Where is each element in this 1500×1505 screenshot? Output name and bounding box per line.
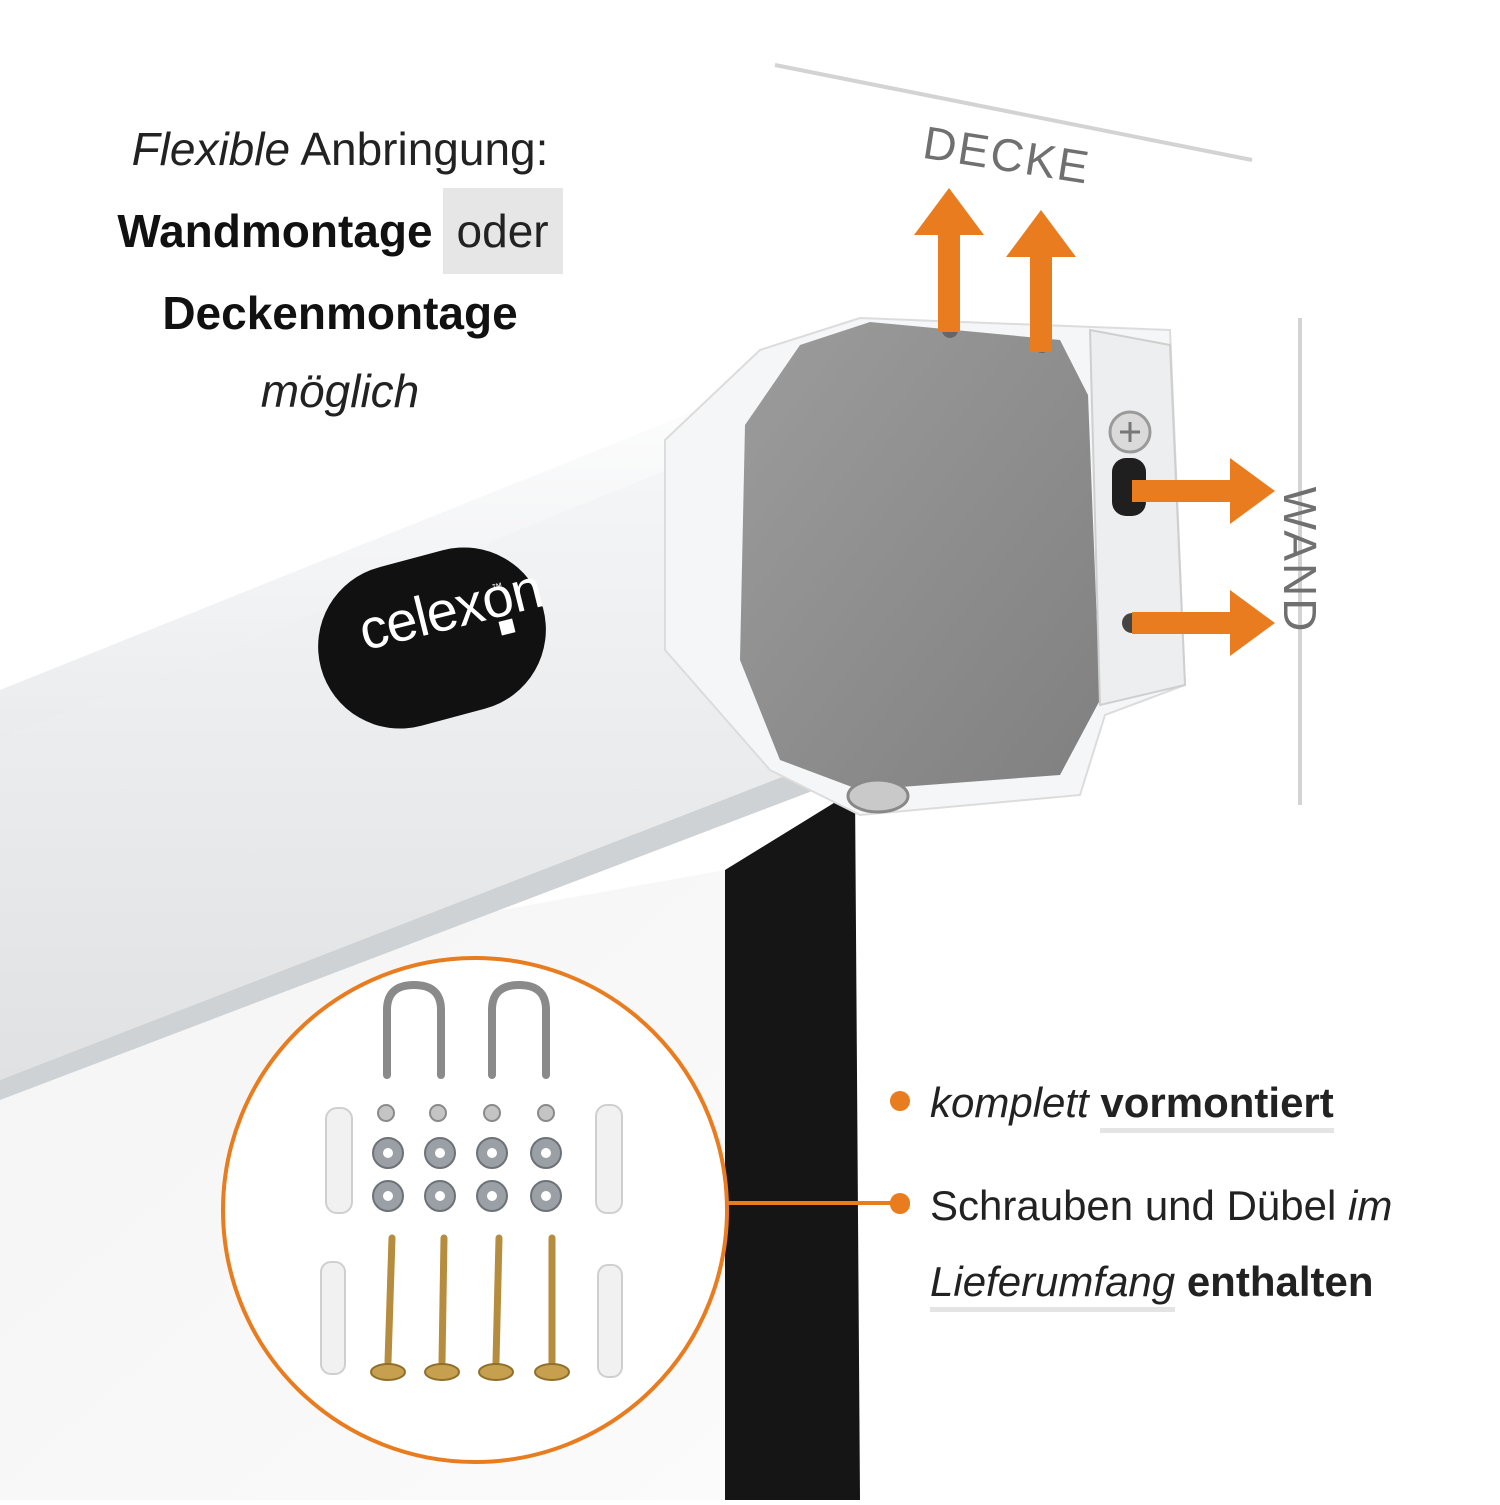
feature-2-italic-lieferumfang: Lieferumfang [930, 1258, 1176, 1312]
feature-item-included: Schrauben und Dübel im Lieferumfang enth… [890, 1168, 1470, 1320]
wall-plugs-group [320, 1104, 623, 1378]
feature-1-bold: vormontiert [1100, 1079, 1334, 1133]
end-cap-face [740, 322, 1100, 790]
headline-oder-chip: oder [442, 188, 563, 274]
feature-2-regular: Schrauben und Dübel [930, 1182, 1337, 1229]
housing-front-face [0, 420, 800, 1080]
wall-arrow-2-icon [1132, 590, 1275, 656]
washers-group [372, 1137, 562, 1212]
headline-line-3: Deckenmontage [0, 274, 680, 352]
feature-item-preassembled: komplett vormontiert [890, 1065, 1470, 1141]
celexon-logo-badge [318, 547, 546, 729]
feature-1-italic: komplett [930, 1079, 1089, 1126]
headline-moeglich: möglich [260, 365, 420, 417]
ceiling-arrow-2-icon [1006, 210, 1076, 352]
bullet-dot-icon [890, 1091, 910, 1111]
bottom-bolt [846, 778, 910, 814]
housing-bottom-edge [0, 770, 815, 1100]
screen-black-border [725, 790, 860, 1500]
screw-heads [370, 1363, 570, 1381]
feature-list: komplett vormontiert Schrauben und Dübel… [890, 1065, 1470, 1320]
wall-bracket [1088, 328, 1187, 707]
feature-2-bold: enthalten [1186, 1258, 1374, 1305]
bullet-dot-icon [890, 1194, 910, 1214]
headline-anbringung: Anbringung: [300, 123, 549, 175]
logo-square-dot [498, 618, 516, 636]
headline-deckenmontage: Deckenmontage [162, 287, 518, 339]
accessories-circle [221, 956, 729, 1464]
wall-label: WAND [1274, 486, 1326, 634]
headline-line-4: möglich [0, 352, 680, 430]
housing-top-face [0, 360, 790, 740]
ceiling-guide-line [774, 63, 1253, 162]
nuts-row [377, 1104, 555, 1122]
feature-2-italic-im: im [1347, 1182, 1393, 1229]
ceiling-arrow-1-icon [914, 188, 984, 332]
wood-screws-group [384, 1234, 556, 1366]
headline-wandmontage: Wandmontage [117, 205, 433, 257]
u-hook-1-icon [383, 980, 445, 1079]
headline-flexible: Flexible [131, 123, 291, 175]
wall-arrow-1-icon [1132, 458, 1275, 524]
u-hook-2-icon [488, 980, 550, 1079]
headline-line-1: Flexible Anbringung: [0, 110, 680, 188]
